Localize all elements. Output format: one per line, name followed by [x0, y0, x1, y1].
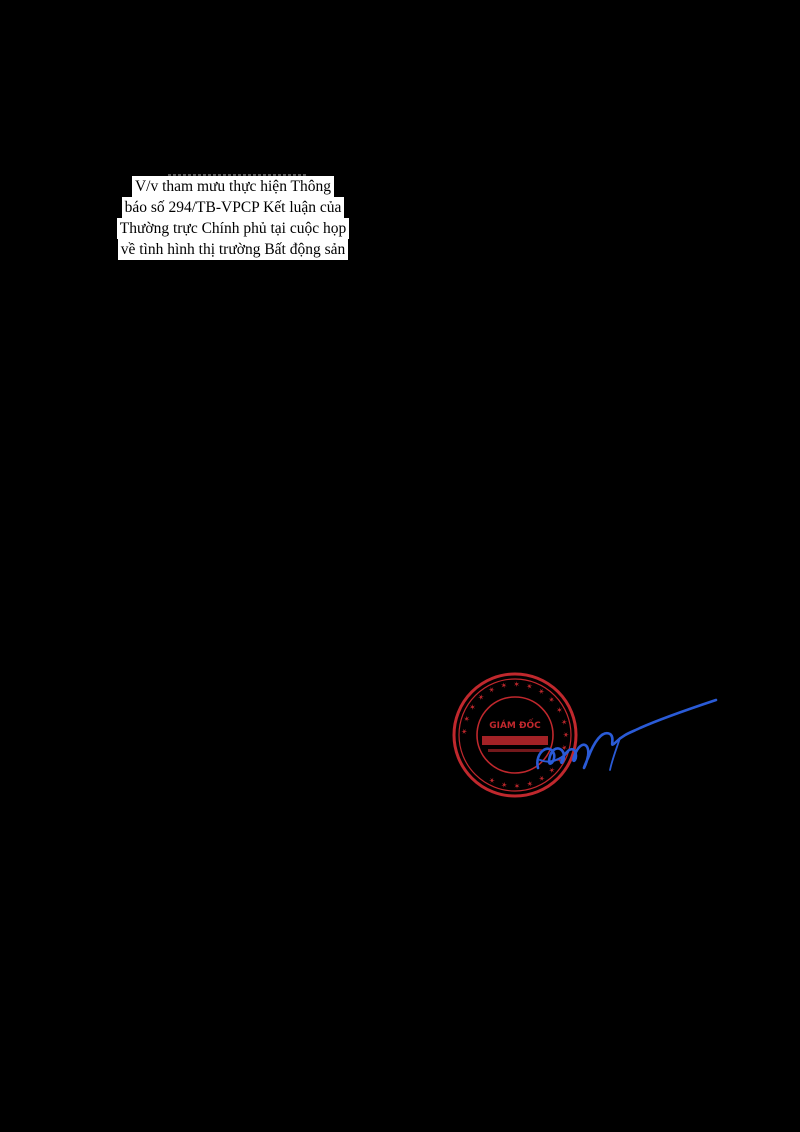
subject-line-4: về tình hình thị trường Bất động sản	[117, 239, 349, 260]
handwritten-signature	[536, 698, 718, 771]
subject-line-2: báo số 294/TB-VPCP Kết luận của	[121, 197, 345, 218]
seal-center-text-1: GIÁM ĐỐC	[489, 718, 541, 731]
subject-line-1: V/v tham mưu thực hiện Thông	[131, 176, 335, 197]
official-seal-stamp: ✶ ✶ ✶ ✶ ✶ ✶ ✶ ✶ ✶ ✶ ✶ ✶ ✶ ✶ ✶ ✶ ✶ ✶ ✶ ✶ …	[452, 672, 578, 798]
document-subject: V/v tham mưu thực hiện Thông báo số 294/…	[108, 176, 358, 260]
subject-line-3: Thường trực Chính phủ tại cuộc họp	[116, 218, 350, 239]
